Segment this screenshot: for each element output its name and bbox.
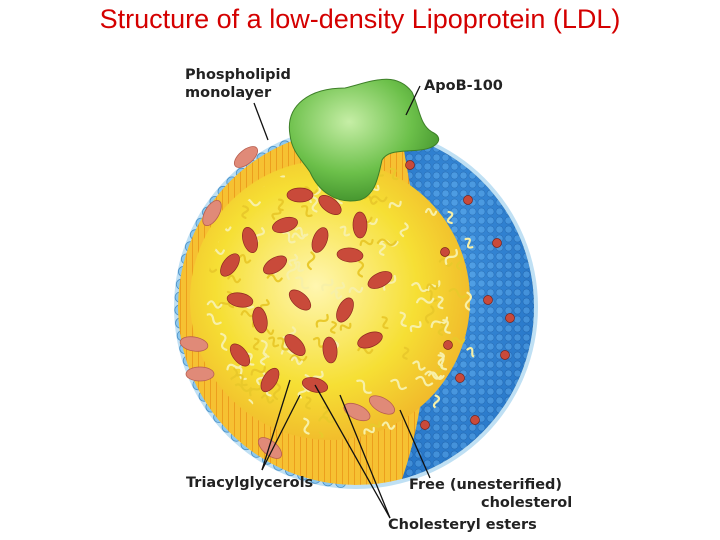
free-cholesterol	[506, 314, 515, 323]
label-phospholipid-line2: monolayer	[185, 84, 291, 102]
label-free-chol-line2: cholesterol	[409, 494, 572, 512]
free-cholesterol	[501, 351, 510, 360]
leader-phospholipid	[254, 103, 268, 140]
label-triacylglycerols: Triacylglycerols	[186, 474, 313, 492]
free-cholesterol	[493, 239, 502, 248]
label-cholesteryl-esters: Cholesteryl esters	[388, 516, 537, 534]
free-cholesterol	[441, 248, 450, 257]
label-phospholipid: Phospholipid monolayer	[185, 66, 291, 102]
label-free-cholesterol: Free (unesterified) cholesterol	[409, 476, 572, 512]
label-apob: ApoB-100	[424, 77, 503, 95]
free-cholesterol	[484, 296, 493, 305]
free-cholesterol	[406, 161, 415, 170]
cholesteryl-ester	[287, 188, 313, 202]
free-cholesterol	[471, 416, 480, 425]
surface-blob	[186, 367, 214, 381]
cholesteryl-ester	[353, 212, 367, 238]
label-phospholipid-line1: Phospholipid	[185, 66, 291, 84]
free-cholesterol	[456, 374, 465, 383]
free-cholesterol	[444, 341, 453, 350]
free-cholesterol	[421, 421, 430, 430]
label-free-chol-line1: Free (unesterified)	[409, 476, 572, 494]
free-cholesterol	[464, 196, 473, 205]
